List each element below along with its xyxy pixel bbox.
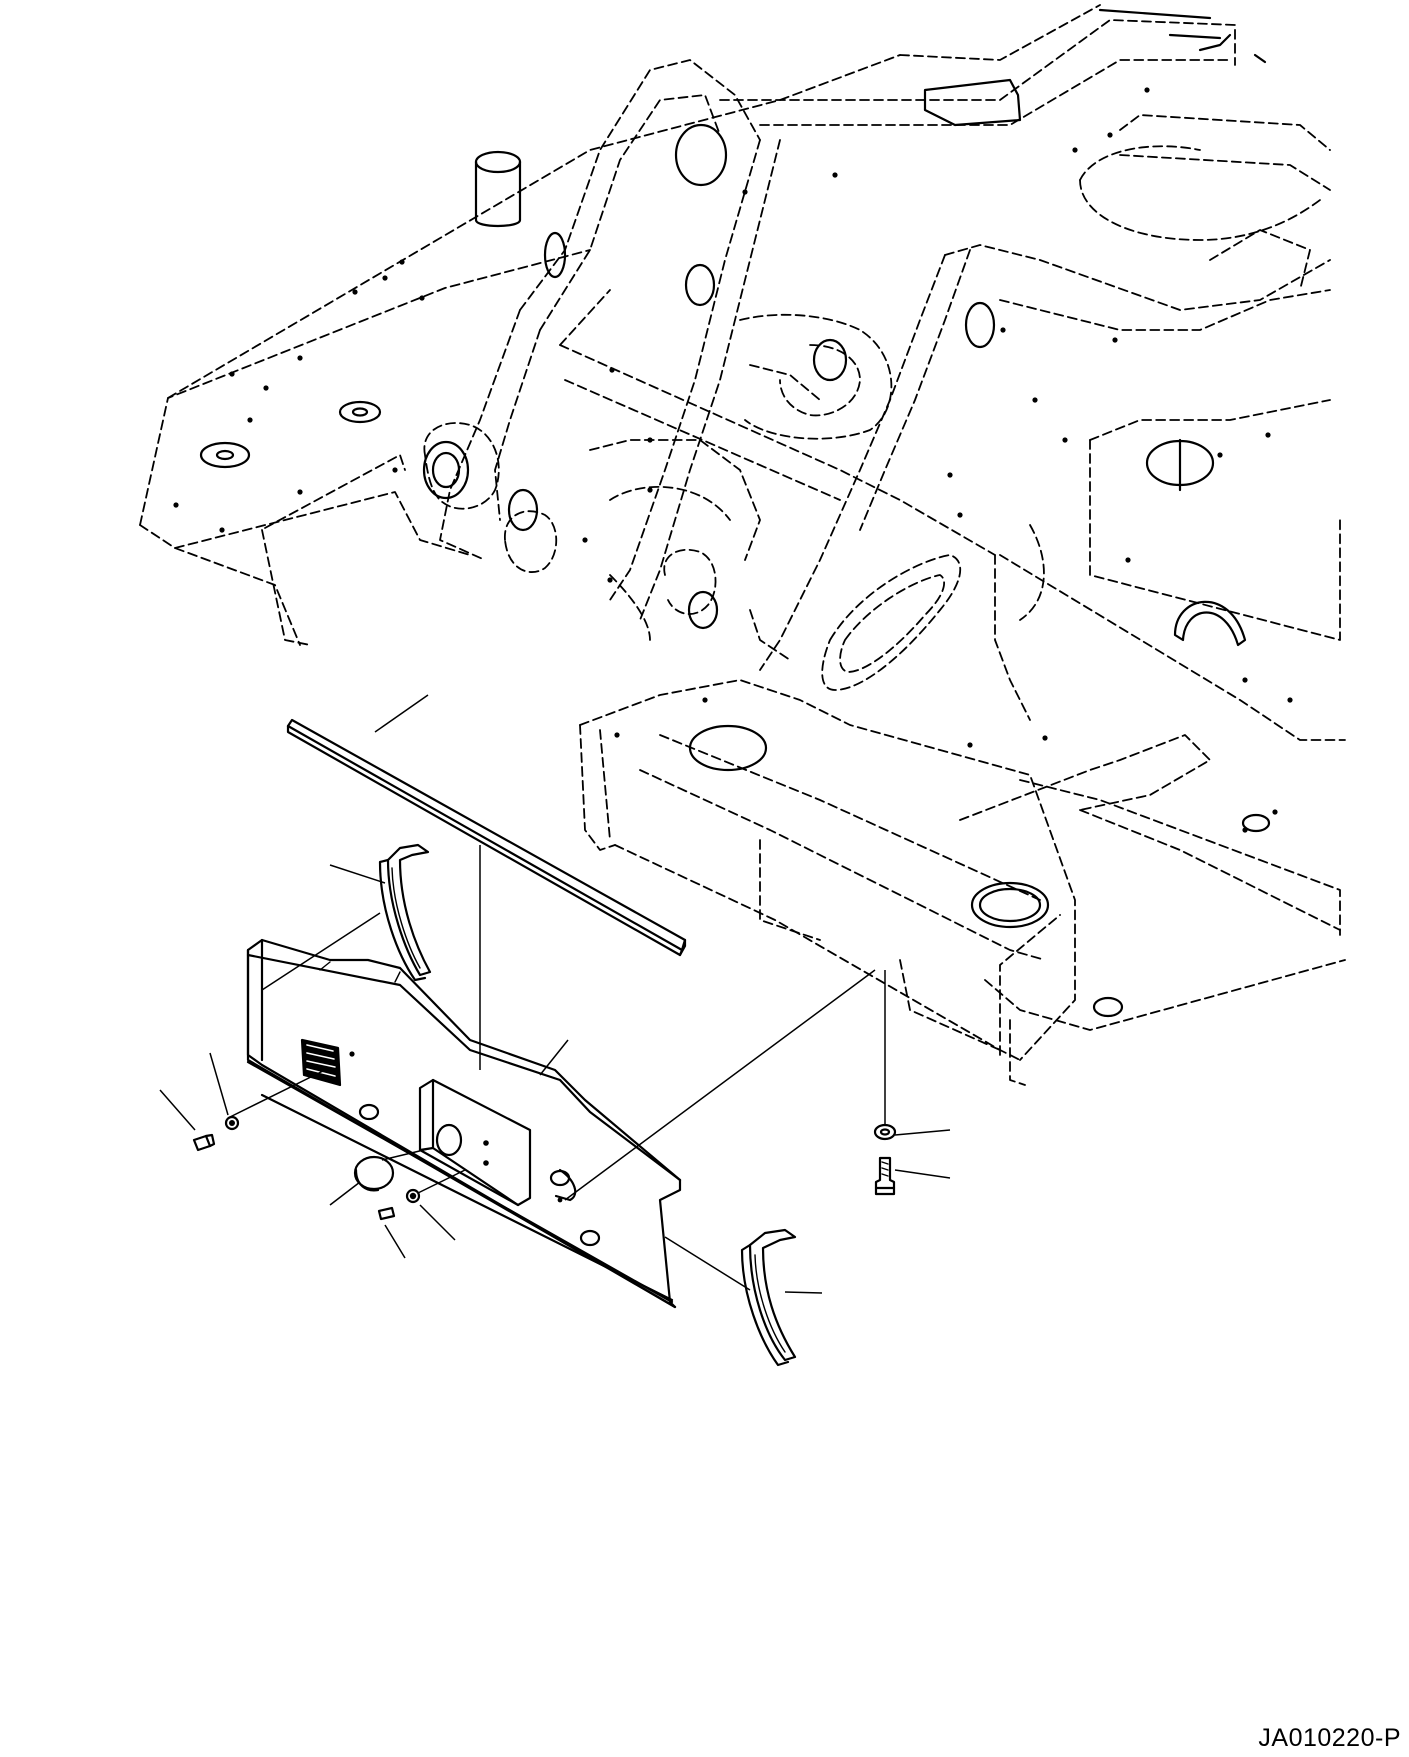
frame-solid-details xyxy=(199,8,1271,1018)
washer-part xyxy=(873,1123,897,1141)
frame-hole-dots xyxy=(173,87,1293,833)
bracket-left xyxy=(378,843,432,982)
callout-leaders xyxy=(159,694,951,1294)
round-cap xyxy=(353,1155,395,1192)
bolt-part xyxy=(874,1156,896,1196)
seal-strip xyxy=(286,718,687,957)
assembly-lines xyxy=(229,845,886,1291)
drawing-reference-code: JA010220-P xyxy=(1258,1724,1401,1752)
panel-fasteners xyxy=(192,1115,421,1221)
revolving-frame xyxy=(139,4,1346,1086)
bracket-right xyxy=(740,1228,797,1367)
undercover-panel xyxy=(246,938,682,1309)
